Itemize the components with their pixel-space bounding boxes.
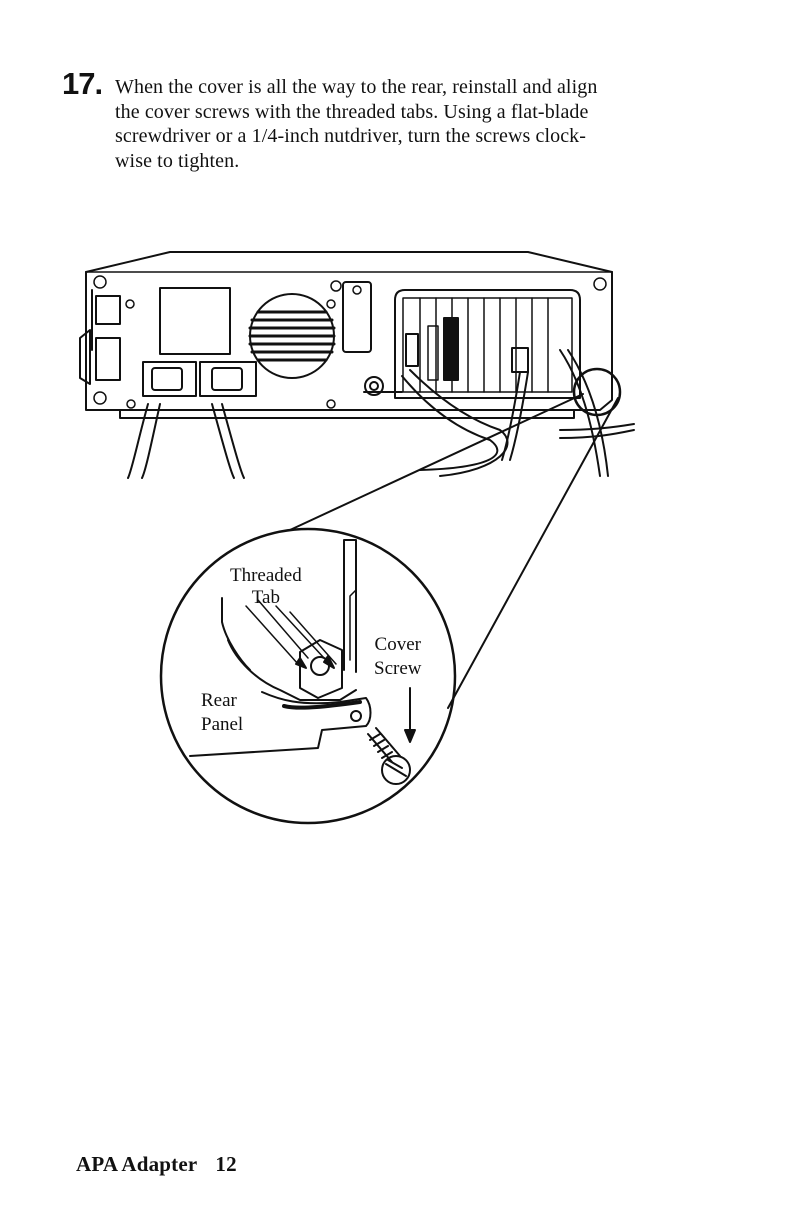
callout-rear-panel: Rear Panel xyxy=(201,689,243,737)
callout-line: Panel xyxy=(201,713,243,737)
system-unit xyxy=(80,252,634,478)
footer-title: APA Adapter xyxy=(76,1152,197,1176)
page-number: 12 xyxy=(215,1152,236,1176)
cover-screw xyxy=(368,728,410,784)
callout-cover-screw: Cover Screw xyxy=(374,633,421,681)
page-footer: APA Adapter 12 xyxy=(76,1152,237,1177)
callout-line: Rear xyxy=(201,689,243,713)
callout-line: Screw xyxy=(374,657,421,681)
screw-heads xyxy=(94,276,606,408)
callout-line: Tab xyxy=(230,586,302,610)
expansion-slots xyxy=(364,290,580,398)
fan-grille xyxy=(250,294,334,378)
power-connectors xyxy=(128,362,256,478)
callout-line: Threaded xyxy=(230,564,302,588)
callout-threaded-tab: Threaded Tab xyxy=(230,564,302,610)
callout-line: Cover xyxy=(374,633,421,657)
